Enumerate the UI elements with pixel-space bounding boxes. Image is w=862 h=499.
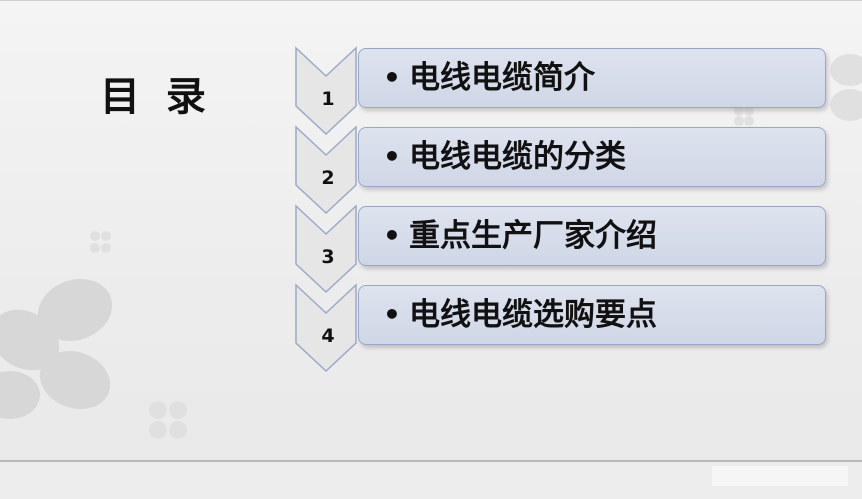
page-title: 目 录	[100, 74, 212, 120]
item-number: 4	[321, 325, 335, 347]
item-label: 电线电缆简介	[409, 60, 595, 96]
footer-box	[712, 466, 848, 486]
toc-item-1[interactable]: 1 • 电线电缆简介	[294, 46, 834, 138]
item-number: 1	[321, 88, 335, 110]
toc-item-3[interactable]: 3 • 重点生产厂家介绍	[294, 204, 834, 296]
bullet-icon: •	[383, 219, 401, 252]
bullet-icon: •	[383, 61, 401, 94]
chevron-shape	[295, 283, 357, 373]
item-box: • 电线电缆的分类	[358, 127, 826, 187]
item-label: 电线电缆的分类	[409, 139, 626, 175]
chevron-shape	[295, 46, 357, 136]
chevron-shape	[295, 125, 357, 215]
footer-divider	[0, 460, 862, 462]
item-box: • 重点生产厂家介绍	[358, 206, 826, 266]
item-box: • 电线电缆选购要点	[358, 285, 826, 345]
item-number: 2	[321, 167, 335, 189]
top-border	[0, 0, 862, 1]
toc-item-4[interactable]: 4 • 电线电缆选购要点	[294, 283, 834, 375]
item-label: 重点生产厂家介绍	[409, 218, 657, 254]
toc-item-2[interactable]: 2 • 电线电缆的分类	[294, 125, 834, 217]
item-number: 3	[321, 246, 335, 268]
item-label: 电线电缆选购要点	[409, 297, 657, 333]
chevron-shape	[295, 204, 357, 294]
bullet-icon: •	[383, 140, 401, 173]
item-box: • 电线电缆简介	[358, 48, 826, 108]
bullet-icon: •	[383, 298, 401, 331]
